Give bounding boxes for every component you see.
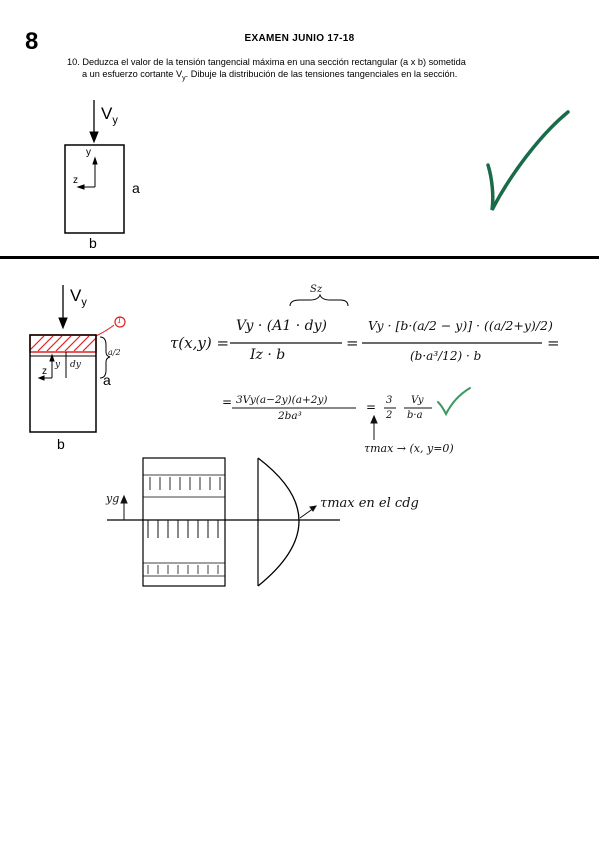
question-line-2: a un esfuerzo cortante Vy. Dibuje la dis… xyxy=(82,68,457,85)
half-height-brace xyxy=(99,336,111,379)
equation-lhs: τ(x,y) = xyxy=(170,334,230,352)
question-line-2-b: . Dibuje la distribución de las tensione… xyxy=(185,69,458,79)
check-mark-small-icon xyxy=(437,387,471,417)
shear-label-solution-sub: y xyxy=(81,296,87,309)
equals-sign-1: = xyxy=(346,334,359,352)
shear-arrows-row-1 xyxy=(149,477,221,490)
equation-2-denominator: 2ba³ xyxy=(278,410,302,422)
equation-numerator-2: Vy · [b·(a/2 − y)] · ((a/2+y)/2) xyxy=(368,318,553,333)
strip-label: dy xyxy=(70,360,81,370)
question-line-2-sub: y xyxy=(182,74,186,82)
check-mark-icon xyxy=(486,110,570,211)
shear-arrows-row-2 xyxy=(147,520,219,538)
equation-denominator-2: (b·a³/12) · b xyxy=(410,349,482,363)
page-number: 8 xyxy=(25,28,39,55)
equation-numerator-1: Vy · (A1 · dy) xyxy=(236,318,327,334)
half-height-label: a/2 xyxy=(108,348,121,357)
yg-arrow xyxy=(120,494,128,520)
equals-sign-3: = xyxy=(222,395,233,409)
equals-sign-4: = xyxy=(366,400,377,414)
result-denominator: b·a xyxy=(407,410,423,421)
sz-label: Sz xyxy=(310,284,323,295)
tau-max-pointer xyxy=(299,505,317,519)
y-label-solution: y xyxy=(55,360,61,370)
axes-solution xyxy=(30,352,96,381)
shear-label-top: Vy xyxy=(101,104,118,126)
section-rectangle-top xyxy=(64,144,125,234)
axes-top xyxy=(76,156,98,190)
section-divider xyxy=(0,256,599,259)
exam-title: EXAMEN JUNIO 17-18 xyxy=(244,33,355,44)
z-axis-label-solution: z xyxy=(42,366,47,377)
shear-label-solution: Vy xyxy=(70,286,87,308)
shear-arrow-top xyxy=(89,100,99,144)
equals-sign-2: = xyxy=(547,334,560,352)
coefficient-numerator: 3 xyxy=(386,395,393,406)
shear-label-top-sub: y xyxy=(112,114,118,127)
sz-brace xyxy=(289,293,349,307)
section-rectangle-solution xyxy=(29,334,97,433)
height-label-top: a xyxy=(132,180,140,196)
question-line-2-a: a un esfuerzo cortante V xyxy=(82,69,183,79)
shear-label-solution-main: V xyxy=(70,286,82,305)
tau-max-note: τmax → (x, y=0) xyxy=(364,442,454,455)
y-axis-label-top: y xyxy=(86,147,91,158)
stress-distribution-diagram xyxy=(107,457,340,587)
width-label-solution: b xyxy=(57,436,65,452)
marker-label: 1 xyxy=(117,316,123,325)
coefficient-denominator: 2 xyxy=(386,410,393,421)
tau-max-arrow xyxy=(370,414,378,440)
yg-label: yg xyxy=(106,492,120,505)
width-label-top: b xyxy=(89,235,97,251)
shear-arrows-row-3 xyxy=(147,565,219,574)
equation-2-numerator: 3Vy(a−2y)(a+2y) xyxy=(236,394,328,406)
question-line-1: 10. Deduzca el valor de la tensión tange… xyxy=(67,57,466,67)
shear-arrow-solution xyxy=(58,285,68,330)
result-numerator: Vy xyxy=(411,395,424,406)
z-axis-label-top: z xyxy=(73,175,78,186)
tau-max-cdg-label: τmax en el cdg xyxy=(320,496,419,511)
hatched-area xyxy=(29,316,126,353)
equation-denominator-1: Iz · b xyxy=(250,347,286,363)
height-label-solution: a xyxy=(103,372,111,388)
shear-label-top-main: V xyxy=(101,104,113,123)
